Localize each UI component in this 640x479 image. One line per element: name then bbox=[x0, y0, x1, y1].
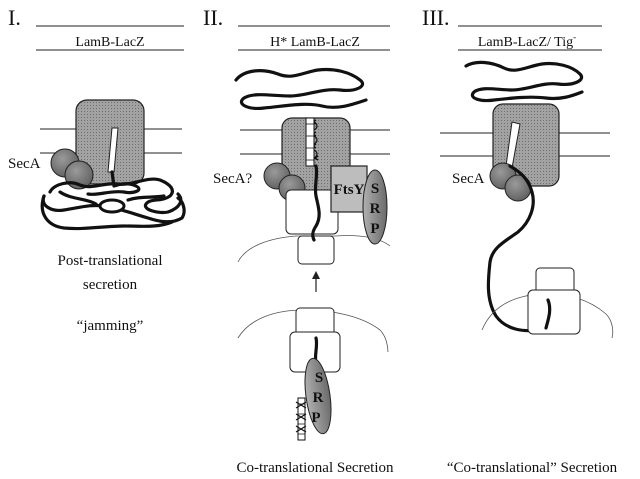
panel-2-ftsy-label: FtsY bbox=[334, 182, 365, 198]
panel-2-transition-arrow bbox=[312, 271, 320, 292]
panel-3: III. LamB-LacZ/ Tig- SecA “Co-translatio… bbox=[422, 5, 618, 476]
panel-1-channel-slot bbox=[107, 127, 119, 173]
panel-2-caption: Co-translational Secretion bbox=[236, 460, 394, 476]
panel-2-srp-lower-s: S bbox=[315, 370, 323, 386]
panel-1-caption-line-1: Post-translational bbox=[58, 253, 163, 269]
panel-2-ribosome-large bbox=[285, 189, 339, 235]
panel-1-seca-label: SecA bbox=[8, 156, 41, 172]
panel-1-numeral: I. bbox=[8, 5, 21, 30]
panel-2-nascent-chain bbox=[311, 164, 321, 242]
panel-2-signal-sequence bbox=[305, 117, 319, 167]
panel-3-periplasmic-chain bbox=[464, 60, 584, 103]
panel-2: II. H* LamB-LacZ SecA? Ft bbox=[203, 5, 394, 476]
panel-1-caption-line-3: “jamming” bbox=[77, 318, 144, 334]
panel-2-srp-upper-r: R bbox=[370, 201, 381, 217]
panel-2-lower-signal-sequence bbox=[295, 397, 307, 441]
panel-2-periplasmic-chain bbox=[234, 67, 368, 110]
panel-2-srp-upper-s: S bbox=[371, 181, 379, 197]
panel-3-ribosome-large bbox=[527, 289, 581, 335]
panel-2-srp-lower-p: P bbox=[311, 410, 320, 426]
panel-2-mrna-lower bbox=[237, 309, 389, 353]
panel-2-seca-label: SecA? bbox=[213, 171, 252, 187]
panel-3-seca-label: SecA bbox=[452, 171, 485, 187]
panel-3-chain-in-ribosome bbox=[544, 298, 552, 330]
panel-2-ftsy bbox=[330, 165, 368, 213]
panel-2-srp-lower bbox=[304, 357, 332, 435]
panel-1-title: LamB-LacZ bbox=[75, 35, 144, 50]
panel-1-jammed-chain bbox=[40, 170, 186, 231]
panel-2-ribosome-small bbox=[297, 235, 335, 265]
panel-1: I. LamB-LacZ SecA Post-transla bbox=[8, 5, 186, 334]
panel-2-srp-upper bbox=[362, 169, 388, 245]
panel-3-title: LamB-LacZ/ Tig- bbox=[478, 32, 576, 50]
panel-3-numeral: III. bbox=[422, 5, 449, 30]
panel-1-caption-line-2: secretion bbox=[83, 277, 138, 293]
panel-2-srp-lower-r: R bbox=[313, 390, 324, 406]
panel-2-srp-upper-p: P bbox=[370, 221, 379, 237]
panel-2-numeral: II. bbox=[203, 5, 223, 30]
panel-3-caption: “Co-translational” Secretion bbox=[447, 460, 618, 476]
panel-3-seca bbox=[489, 162, 532, 202]
panel-2-title: H* LamB-LacZ bbox=[270, 35, 360, 50]
